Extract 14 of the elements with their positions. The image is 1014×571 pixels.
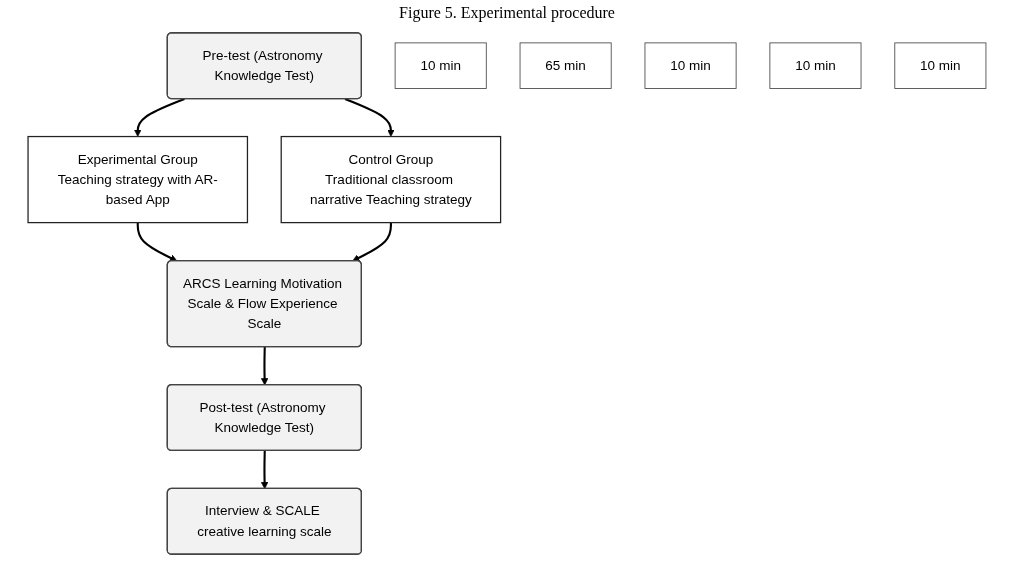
- arrow: [260, 450, 269, 490]
- node-box: 10 min: [644, 42, 737, 89]
- node-box: 65 min: [519, 42, 612, 89]
- node-box: 10 min: [769, 42, 862, 89]
- arrow: [352, 222, 392, 262]
- arrow: [136, 222, 178, 262]
- arrow: [134, 98, 185, 137]
- node-box: Control Group Traditional classroom narrative Teaching strategy: [280, 135, 502, 224]
- node-box: 10 min: [894, 42, 987, 89]
- arrow: [344, 98, 395, 137]
- node-box: Experimental Group Teaching strategy with AR-based App: [27, 135, 249, 224]
- figure-title: Figure 5. Experimental procedure: [399, 4, 615, 22]
- node-box: 10 min: [394, 42, 487, 89]
- arrow: [260, 347, 269, 386]
